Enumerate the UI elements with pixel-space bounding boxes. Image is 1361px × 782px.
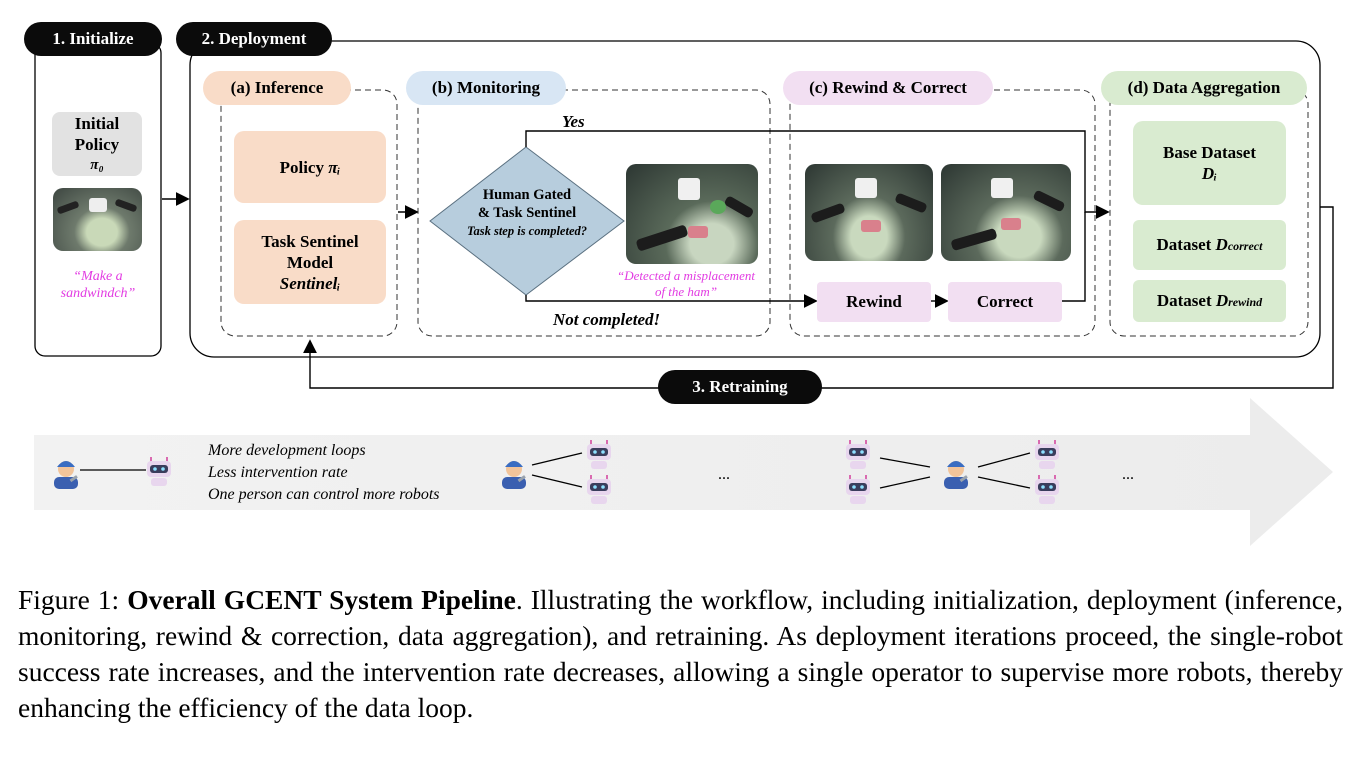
scaling-line2: Less intervention rate: [208, 464, 348, 481]
robot-icon: [846, 440, 870, 469]
ellipsis-2: ...: [1122, 466, 1134, 483]
rewind-dataset-box: Dataset Drewind: [1133, 280, 1286, 322]
robot-icon: [1035, 475, 1059, 504]
ellipsis-1: ...: [718, 466, 730, 483]
rewind-correct-title: (c) Rewind & Correct: [783, 71, 993, 105]
decision-line1: Human Gated: [482, 187, 572, 203]
policy-symbol: πᵢ: [328, 157, 341, 177]
base-dataset-symbol: Dᵢ: [1201, 164, 1218, 183]
rewind-dataset-label: Dataset: [1156, 290, 1216, 310]
base-dataset-label: Base Dataset: [1162, 143, 1256, 162]
detection-text: “Detected a misplacement of the ham”: [600, 268, 772, 300]
initial-policy-line1: Initial: [74, 113, 120, 133]
operator-icon: [944, 461, 968, 489]
scaling-notes: More development loops Less intervention…: [208, 440, 508, 506]
initial-prompt-line2: sandwindch”: [60, 286, 136, 301]
correct-box: Correct: [948, 282, 1062, 322]
operator-icon: [54, 461, 78, 489]
initial-policy-box: Initial Policy π₀: [52, 112, 142, 176]
caption-body: . Illustrating the workflow, including i…: [18, 584, 1343, 723]
decision-text: Human Gated & Task Sentinel Task step is…: [440, 186, 614, 240]
correct-scene-photo: [941, 164, 1071, 261]
monitoring-title: (b) Monitoring: [406, 71, 566, 105]
operator-icon: [502, 461, 526, 489]
robot-icon: [587, 475, 611, 504]
yes-label: Yes: [562, 112, 585, 131]
policy-box: Policy πᵢ: [234, 131, 386, 203]
initial-policy-symbol: π₀: [90, 156, 104, 173]
detection-line2: of the ham”: [654, 284, 718, 299]
inference-title: (a) Inference: [203, 71, 351, 105]
aggregation-title: (d) Data Aggregation: [1101, 71, 1307, 105]
deployment-step-label: 2. Deployment: [176, 22, 332, 56]
monitoring-scene-photo: [626, 164, 758, 264]
rewind-scene-photo: [805, 164, 933, 261]
correct-dataset-subscript: correct: [1227, 238, 1263, 253]
correct-dataset-symbol: D: [1215, 234, 1228, 254]
robot-icon: [587, 440, 611, 469]
robot-icon: [147, 457, 171, 486]
caption-title: Overall GCENT System Pipeline: [127, 584, 516, 615]
rewind-dataset-symbol: D: [1215, 290, 1229, 310]
robot-icon: [1035, 440, 1059, 469]
decision-line3: Task step is completed?: [466, 224, 587, 238]
initial-prompt-line1: “Make a: [73, 269, 123, 284]
initial-scene-photo: [53, 188, 142, 251]
not-completed-label: Not completed!: [553, 310, 661, 329]
rewind-box: Rewind: [817, 282, 931, 322]
caption-prefix: Figure 1:: [18, 584, 128, 615]
decision-line2: & Task Sentinel: [477, 205, 577, 221]
task-sentinel-box: Task Sentinel Model Sentinelᵢ: [234, 220, 386, 304]
scaling-line3: One person can control more robots: [208, 486, 440, 503]
base-dataset-box: Base Dataset Dᵢ: [1133, 121, 1286, 205]
figure-caption: Figure 1: Overall GCENT System Pipeline.…: [18, 582, 1343, 726]
task-sentinel-line2: Model: [286, 252, 334, 272]
task-sentinel-symbol: Sentinelᵢ: [279, 273, 341, 293]
policy-label: Policy: [279, 157, 329, 177]
detection-line1: “Detected a misplacement: [617, 268, 755, 283]
retraining-step-label: 3. Retraining: [658, 370, 822, 404]
correct-dataset-label: Dataset: [1156, 234, 1216, 254]
initial-prompt-text: “Make a sandwindch”: [46, 268, 150, 302]
scaling-line1: More development loops: [208, 442, 366, 459]
task-sentinel-line1: Task Sentinel: [261, 231, 359, 251]
initialize-step-label: 1. Initialize: [24, 22, 162, 56]
scaling-arrow: [34, 398, 1333, 546]
deployment-frame: [189, 40, 1321, 358]
robot-icon: [846, 475, 870, 504]
rewind-dataset-subscript: rewind: [1228, 294, 1263, 309]
initial-policy-line2: Policy: [74, 134, 120, 154]
correct-dataset-box: Dataset Dcorrect: [1133, 220, 1286, 270]
